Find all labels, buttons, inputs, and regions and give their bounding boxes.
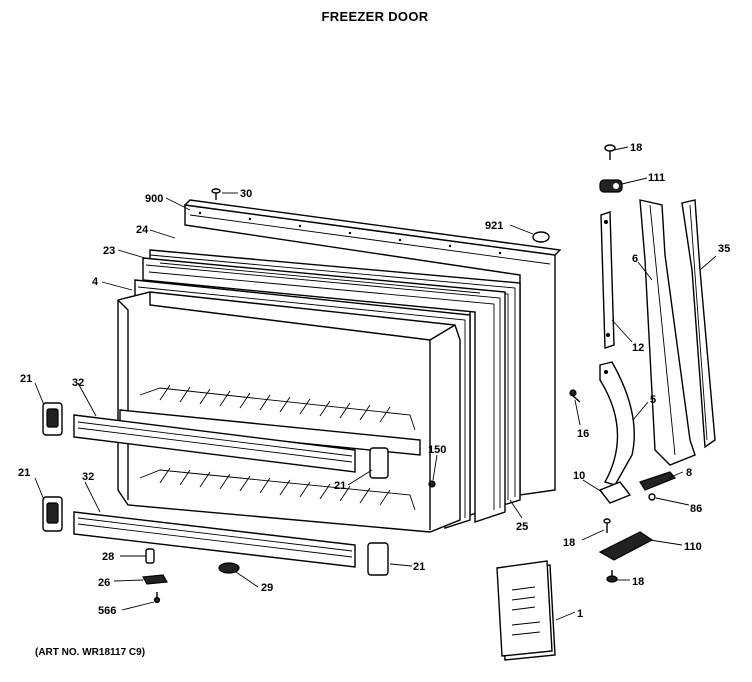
hinge-5 xyxy=(599,361,635,486)
callout-26: 26 xyxy=(98,577,110,589)
callout-6: 6 xyxy=(632,253,638,265)
callout-86: 86 xyxy=(690,503,702,515)
art-number: (ART NO. WR18117 C9) xyxy=(35,647,146,658)
screw-150 xyxy=(428,480,436,488)
plug-921 xyxy=(532,231,550,243)
callout-29: 29 xyxy=(261,582,273,594)
leader-lines xyxy=(34,146,717,621)
spacer-28 xyxy=(145,548,155,564)
diagram-title: FREEZER DOOR xyxy=(321,9,429,24)
callout-5: 5 xyxy=(650,394,656,406)
callout-18-mid: 18 xyxy=(563,537,575,549)
plug-29 xyxy=(218,562,240,574)
bin-shell xyxy=(117,291,461,533)
callout-18-top: 18 xyxy=(630,142,642,154)
callout-21-c: 21 xyxy=(18,467,30,479)
hinge-plate-8 xyxy=(639,471,676,491)
callout-25: 25 xyxy=(516,521,528,533)
end-cap-right-lower xyxy=(367,542,389,576)
callout-32-a: 32 xyxy=(72,377,84,389)
end-cap-right-upper xyxy=(369,447,389,479)
callout-28: 28 xyxy=(102,551,114,563)
hinge-bracket-10 xyxy=(598,481,632,504)
callout-23: 23 xyxy=(103,245,115,257)
hinge-bar-12 xyxy=(600,211,615,349)
callout-110: 110 xyxy=(684,541,702,553)
callout-12: 12 xyxy=(632,342,644,354)
screw-18-low xyxy=(606,570,618,583)
door-trim-6 xyxy=(639,199,696,466)
callout-30: 30 xyxy=(240,188,252,200)
bin-rail-upper xyxy=(73,414,356,473)
screw-86 xyxy=(648,493,656,501)
callout-21-a: 21 xyxy=(20,373,32,385)
end-cap-left-lower xyxy=(42,496,63,532)
bracket-26 xyxy=(142,574,168,585)
callout-21-b: 21 xyxy=(334,480,346,492)
callout-21-d: 21 xyxy=(413,561,425,573)
callout-24: 24 xyxy=(136,224,149,236)
door-liner xyxy=(142,257,506,523)
hinge-bushing-111 xyxy=(599,179,623,193)
screw-18-top xyxy=(604,144,616,160)
door-trim-35 xyxy=(681,199,716,449)
callout-8: 8 xyxy=(686,467,692,479)
manual-booklet xyxy=(496,560,556,661)
screw-16 xyxy=(569,389,581,403)
callout-111: 111 xyxy=(648,172,665,184)
bin-rail-lower xyxy=(73,511,356,568)
callout-18-low: 18 xyxy=(632,576,644,588)
callout-32-b: 32 xyxy=(82,471,94,483)
callout-10: 10 xyxy=(573,470,585,482)
hinge-110 xyxy=(598,531,654,561)
callout-16: 16 xyxy=(577,428,589,440)
callout-labels: 18 111 900 30 921 24 23 6 35 4 12 21 32 … xyxy=(18,142,730,620)
callout-1: 1 xyxy=(577,608,583,620)
callout-150: 150 xyxy=(428,444,446,456)
callout-921: 921 xyxy=(485,220,503,232)
callout-35: 35 xyxy=(718,243,730,255)
callout-4: 4 xyxy=(92,276,99,288)
end-cap-left-upper xyxy=(42,402,63,436)
screw-30 xyxy=(211,188,221,200)
callout-566: 566 xyxy=(98,605,116,617)
callout-900: 900 xyxy=(145,193,163,205)
screw-18-mid xyxy=(603,518,611,533)
screw-566 xyxy=(153,592,161,604)
